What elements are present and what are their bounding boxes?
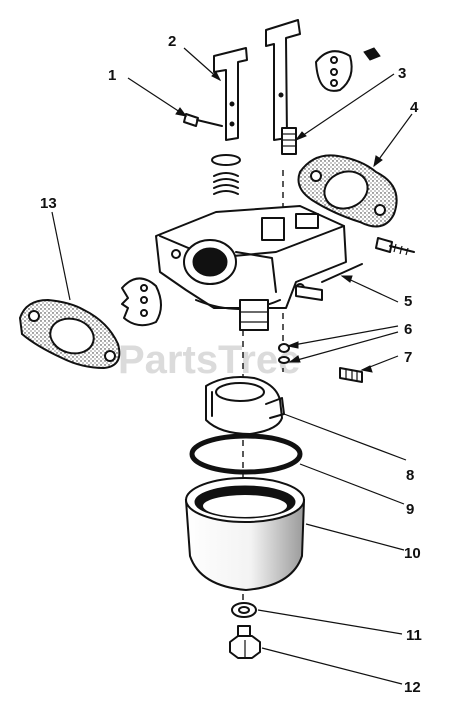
throttle-plate: [121, 277, 162, 327]
callout-7: 7: [404, 349, 412, 366]
part-11-washer: [231, 602, 257, 618]
choke-plate: [315, 50, 353, 92]
part-8-float: [205, 376, 285, 435]
callout-11: 11: [406, 627, 422, 644]
callout-4: 4: [410, 99, 419, 116]
part-1-screw: [183, 113, 223, 127]
callout-5: 5: [404, 293, 412, 310]
callout-labels: 1 2 3 4 5 6 7 8 9 10 11 12 13: [40, 33, 422, 696]
callout-13: 13: [40, 195, 57, 212]
part-3-jet: [281, 127, 297, 155]
part-13-gasket: [18, 298, 121, 370]
leader-arrowheads: [175, 71, 383, 373]
part-10-float-bowl: [184, 477, 306, 592]
callout-6: 6: [404, 321, 412, 338]
choke-shaft-bracket: [265, 19, 301, 141]
callout-8: 8: [406, 467, 414, 484]
callout-1: 1: [108, 67, 116, 84]
part-4-gasket: [297, 154, 398, 228]
part-12-bowl-nut: [229, 625, 261, 659]
carburetor-body: [155, 205, 347, 331]
throttle-spring: [211, 154, 241, 195]
part-9-bowl-gasket: [189, 433, 303, 475]
leader-lines: [51, 47, 413, 685]
callout-2: 2: [168, 33, 176, 50]
part-5-needle: [321, 263, 363, 283]
choke-plate-screw: [363, 47, 381, 61]
part-7-screw: [339, 367, 363, 383]
callout-10: 10: [404, 545, 421, 562]
callout-9: 9: [406, 501, 414, 518]
part-2-throttle-arm: [213, 47, 248, 141]
callout-12: 12: [404, 679, 421, 696]
callout-3: 3: [398, 65, 406, 82]
part-6-washers: [278, 343, 290, 364]
watermark-text: PartsTree: [118, 338, 300, 382]
mounting-screw: [375, 237, 415, 256]
